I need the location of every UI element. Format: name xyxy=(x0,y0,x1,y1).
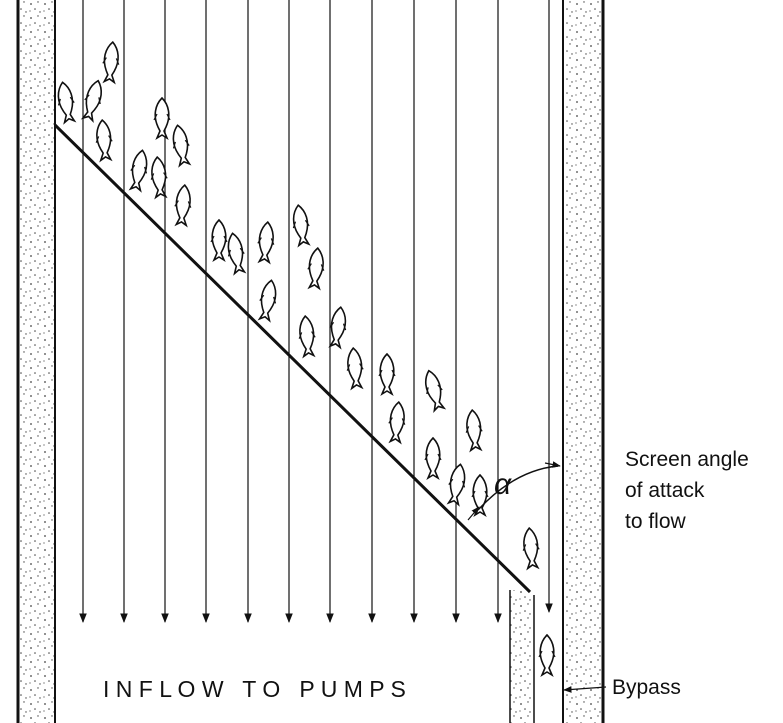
fish-icon xyxy=(257,220,275,265)
bypass-pointer xyxy=(563,686,607,693)
fish-icon xyxy=(388,400,406,445)
fish-icon xyxy=(346,346,364,391)
fish-icon xyxy=(298,314,316,359)
fish-icon xyxy=(307,246,325,291)
fish-icon xyxy=(172,124,192,168)
fish-icon xyxy=(210,218,228,262)
fish-icon xyxy=(128,149,148,193)
fish-icon xyxy=(424,369,447,413)
screen-angle-label-line2: of attack xyxy=(625,479,705,502)
screen-angle-label-line3: to flow xyxy=(625,510,687,533)
bypass-label: Bypass xyxy=(612,676,681,699)
fish-icon xyxy=(465,408,483,453)
fish-icon xyxy=(80,79,103,123)
fish-icon xyxy=(57,81,77,125)
fish-icon xyxy=(424,436,442,480)
fish-icon xyxy=(102,40,120,85)
fish-icon xyxy=(174,183,192,228)
fish-icon xyxy=(378,352,396,396)
flow-arrows xyxy=(79,0,502,623)
screen-angle-label-line1: Screen angle xyxy=(625,448,749,471)
right-wall xyxy=(562,0,605,723)
angle-indicator xyxy=(467,461,561,521)
fish-icon xyxy=(95,118,113,163)
fish-icon xyxy=(292,204,311,248)
fish-icon xyxy=(538,633,556,677)
fish-icon xyxy=(446,463,466,507)
bypass-divider-wall xyxy=(509,590,535,723)
fish-icon xyxy=(328,306,347,350)
fish-icon xyxy=(227,232,247,276)
fish-icon xyxy=(153,96,171,140)
inflow-to-pumps-label: I N F L O W T O P U M P S xyxy=(103,676,406,702)
fish-screen xyxy=(53,123,532,594)
left-wall xyxy=(16,0,56,723)
fish-group xyxy=(57,40,556,677)
fish-icon xyxy=(522,526,540,571)
alpha-symbol: α xyxy=(494,468,512,501)
fish-icon xyxy=(150,155,168,200)
fish-icon xyxy=(257,279,277,323)
fish-icon xyxy=(471,473,489,517)
